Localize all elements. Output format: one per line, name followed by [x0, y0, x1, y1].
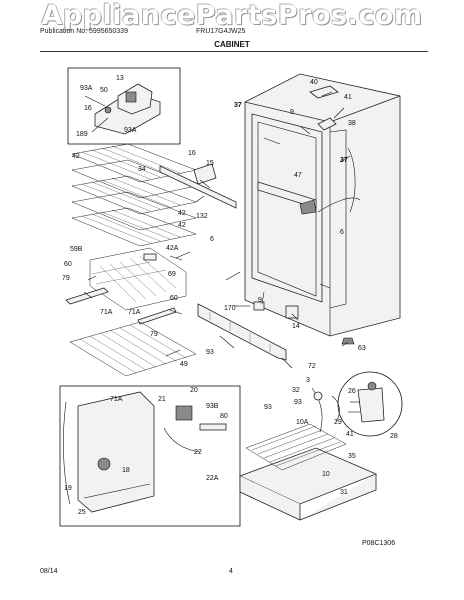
callout-60-top: 60 [64, 261, 72, 268]
hinge-bracket [357, 387, 385, 423]
callout-79-left: 79 [62, 275, 70, 282]
lower-wire-shelf [69, 321, 197, 377]
callout-13: 13 [116, 75, 124, 82]
callout-49: 49 [180, 361, 188, 368]
callout-3: 3 [306, 377, 310, 384]
bracket-14 [285, 305, 299, 319]
callout-69: 69 [168, 271, 176, 278]
drain-fitting [313, 391, 323, 401]
watermark-logo: AppliancePartsPros.com [41, 0, 423, 31]
harness-connector [199, 423, 227, 431]
header-divider [40, 51, 428, 52]
callout-21: 21 [158, 396, 166, 403]
callout-10a: 10A [296, 419, 309, 426]
kick-plate [197, 303, 287, 361]
control-bracket-part [84, 83, 161, 135]
callout-15: 15 [206, 160, 214, 167]
cabinet-exploded-diagram: 13 93A 50 16 189 93A 42 34 42 42 132 16 … [59, 67, 403, 527]
callout-93-low2: 93 [294, 399, 302, 406]
publication-number: Publication No: 5995650339 [40, 28, 128, 35]
leveler-cap [253, 301, 265, 311]
callout-10: 10 [322, 471, 330, 478]
callout-170: 170 [224, 305, 236, 312]
callout-16-inset: 16 [84, 105, 92, 112]
callout-60-mid: 60 [170, 295, 178, 302]
callout-42-mid2: 42 [178, 222, 186, 229]
callout-59b: 59B [70, 246, 83, 253]
callout-63: 63 [358, 345, 366, 352]
callout-9-mid: 9 [258, 297, 262, 304]
callout-25: 25 [78, 509, 86, 516]
callout-31: 31 [340, 489, 348, 496]
callout-32: 32 [292, 387, 300, 394]
section-title: CABINET [214, 40, 250, 49]
rear-panel-part [63, 391, 155, 513]
compressor-base [238, 447, 378, 521]
callout-28: 28 [390, 433, 398, 440]
callout-6-right: 6 [340, 229, 344, 236]
callout-6-left: 6 [210, 236, 214, 243]
callout-22a: 22A [206, 475, 219, 482]
callout-38: 38 [348, 120, 356, 127]
callout-189: 189 [76, 131, 88, 138]
callout-41-low: 41 [346, 431, 354, 438]
callout-16: 16 [188, 150, 196, 157]
callout-20: 20 [190, 387, 198, 394]
callout-80: 80 [220, 413, 228, 420]
callout-19: 19 [64, 485, 72, 492]
callout-72: 72 [308, 363, 316, 370]
callout-93a-inset: 93A [124, 127, 137, 134]
callout-18: 18 [122, 467, 130, 474]
model-number: FRU17G4JW25 [196, 28, 246, 35]
callout-35: 35 [348, 453, 356, 460]
freezer-basket [89, 247, 187, 311]
basket-rail-left [65, 287, 109, 305]
callout-42-mid1: 42 [178, 210, 186, 217]
callout-42a: 42A [166, 245, 179, 252]
callout-79-mid: 79 [150, 331, 158, 338]
callout-22: 22 [194, 449, 202, 456]
callout-71a-mid: 71A [128, 309, 141, 316]
callout-40: 40 [310, 79, 318, 86]
cabinet-shell [244, 73, 401, 337]
callout-71a-left: 71A [100, 309, 113, 316]
condenser-coil [245, 423, 347, 471]
callout-42-top: 42 [72, 153, 80, 160]
page-number: 4 [229, 568, 233, 575]
callout-132: 132 [196, 213, 208, 220]
callout-93a-top: 93A [80, 85, 93, 92]
callout-71a-box: 71A [110, 396, 123, 403]
diagram-code: P08C1306 [362, 540, 396, 547]
callout-29: 29 [334, 419, 342, 426]
callout-50: 50 [100, 87, 108, 94]
relay-box [175, 405, 193, 421]
callout-26: 26 [348, 388, 356, 395]
callout-41-top: 41 [344, 94, 352, 101]
shelf-rail [159, 165, 237, 209]
footer-date: 08/14 [40, 568, 58, 575]
callout-93b: 93B [206, 403, 219, 410]
callout-93-low: 93 [264, 404, 272, 411]
light-housing [193, 163, 217, 185]
callout-93-mid: 93 [206, 349, 214, 356]
wire-shelves [71, 143, 197, 247]
callout-37-right: 37 [340, 157, 348, 164]
callout-47: 47 [294, 172, 302, 179]
callout-34: 34 [138, 166, 146, 173]
leveling-leg [341, 337, 355, 345]
callout-37-left: 37 [234, 102, 242, 109]
callout-14: 14 [292, 323, 300, 330]
callout-9-top: 9 [290, 109, 294, 116]
